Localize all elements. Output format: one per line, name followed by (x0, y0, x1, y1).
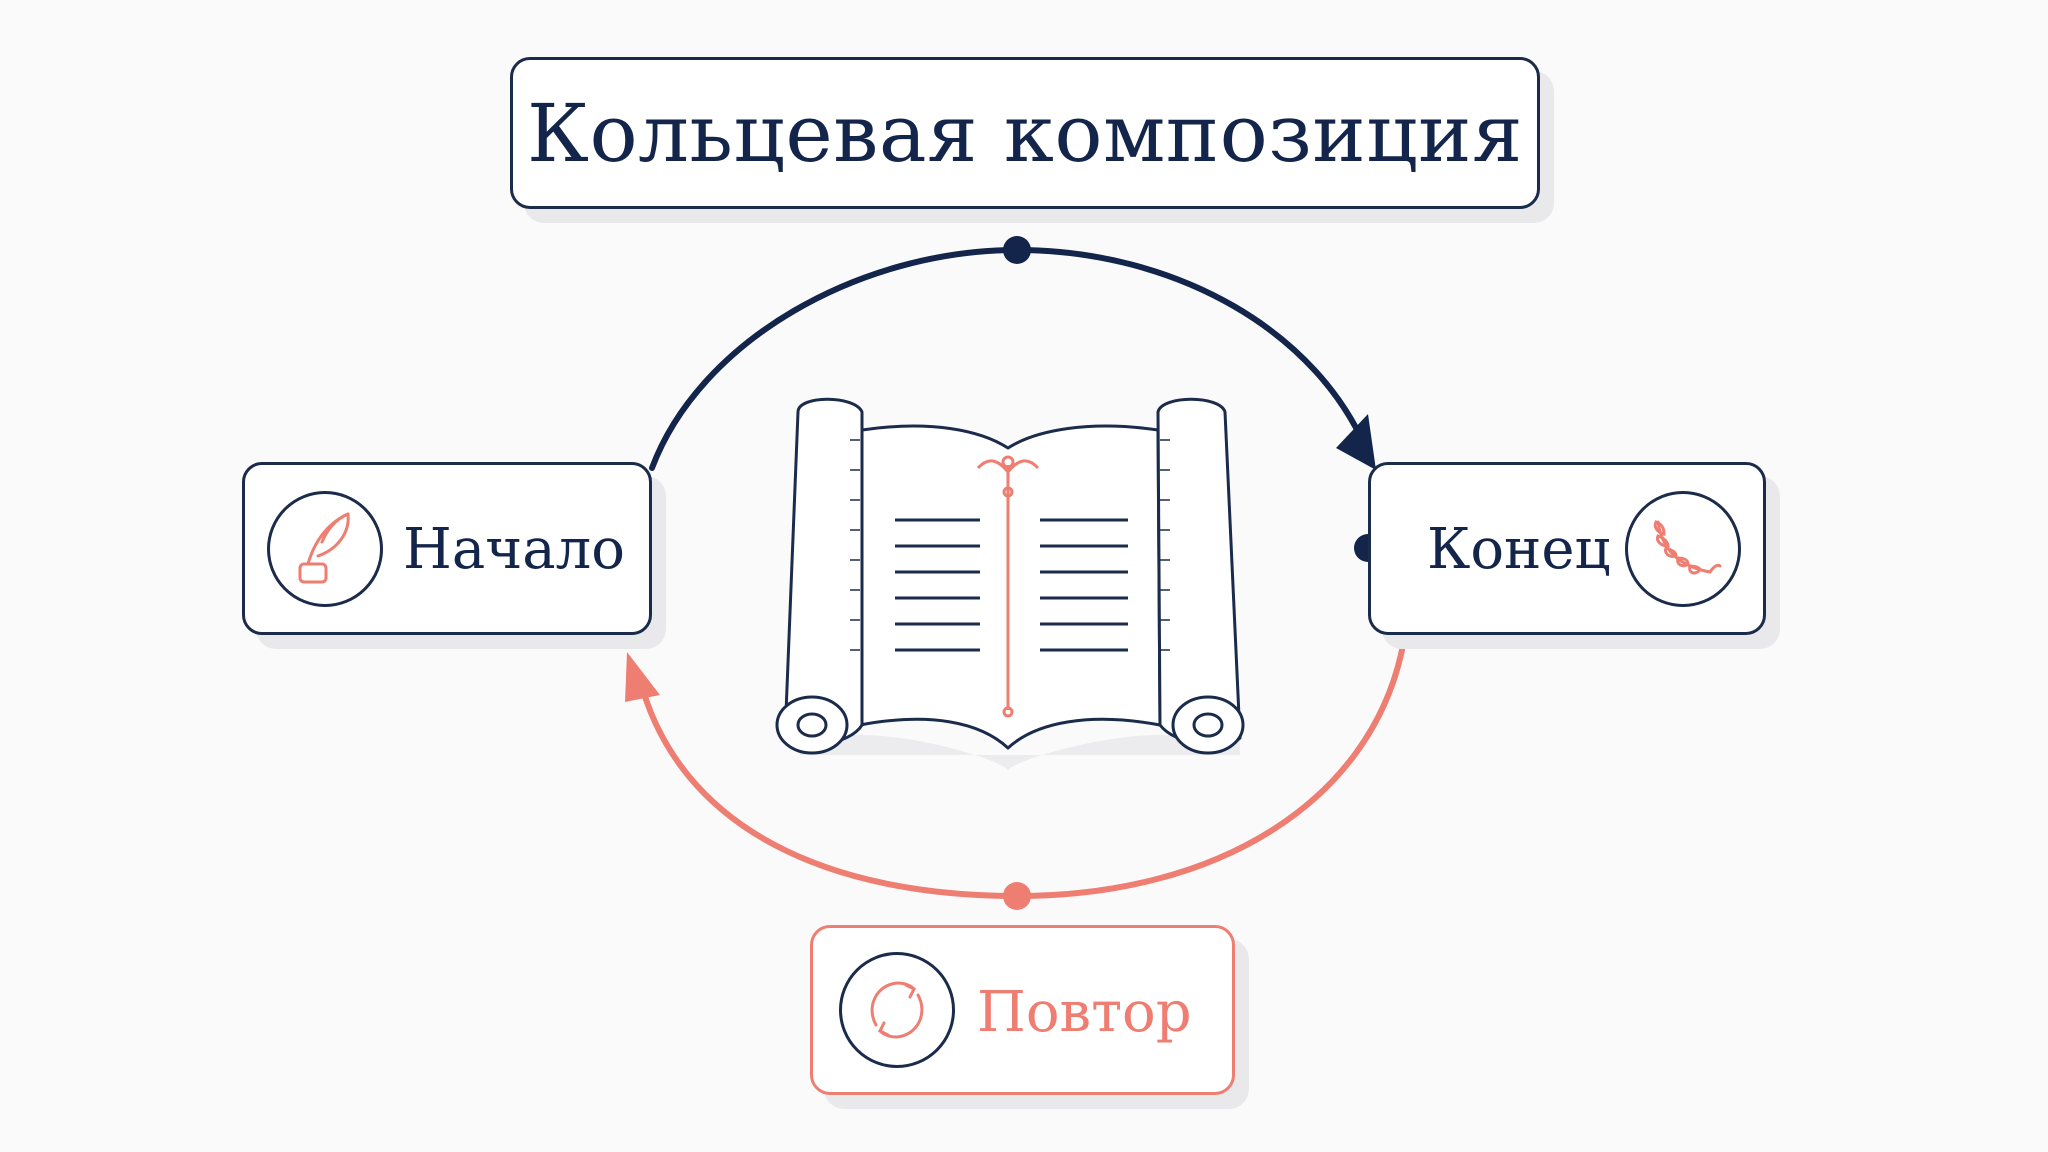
node-end-label: Конец (1427, 517, 1611, 582)
arc-bottom-dot (1003, 882, 1031, 910)
node-repeat: Повтор (810, 925, 1235, 1095)
arrowhead-to-end (1336, 414, 1376, 470)
quill-inkwell-icon (267, 491, 383, 607)
diagram-title: Кольцевая композиция (527, 86, 1523, 180)
laurel-branch-icon (1625, 491, 1741, 607)
arrowhead-to-start (625, 652, 660, 702)
node-start: Начало (242, 462, 652, 635)
node-start-label: Начало (403, 517, 625, 582)
arc-start-to-end (649, 246, 1373, 471)
arc-top-dot (1003, 236, 1031, 264)
title-box: Кольцевая композиция (510, 57, 1540, 209)
cycle-arrows-icon (839, 952, 955, 1068)
node-end: Конец (1368, 462, 1766, 635)
node-repeat-label: Повтор (977, 980, 1192, 1045)
open-scroll-icon (775, 397, 1245, 770)
